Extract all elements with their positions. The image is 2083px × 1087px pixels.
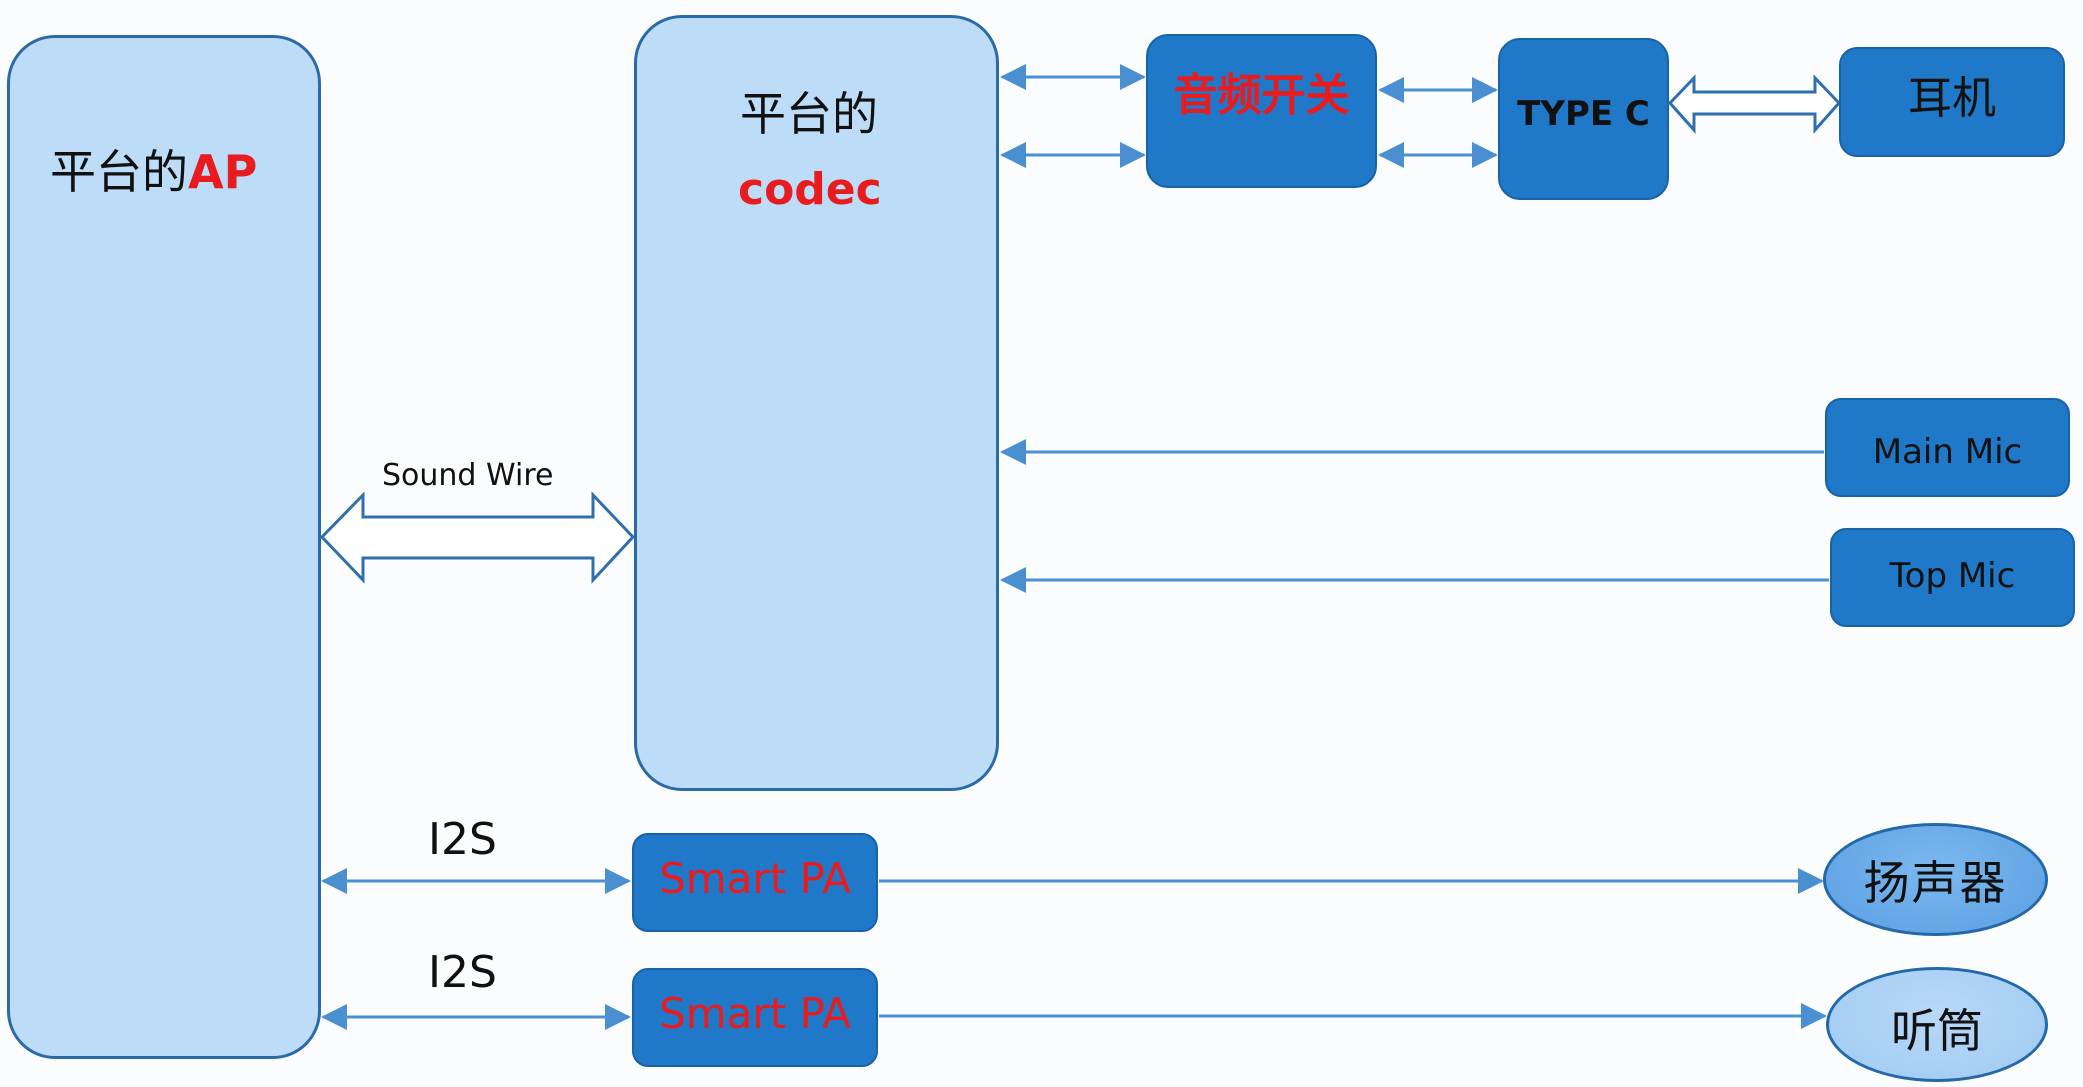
top-mic-block[interactable]: Top Mic <box>1830 528 2075 627</box>
codec-title-line1: 平台的 <box>740 87 878 141</box>
ap-block[interactable] <box>7 35 321 1059</box>
type-c-block[interactable]: TYPE C <box>1498 38 1669 200</box>
sound-wire-double-arrow <box>319 491 636 584</box>
ap-title-prefix: 平台的 <box>50 145 188 199</box>
ap-title-accent: AP <box>188 145 258 199</box>
type-c-label: TYPE C <box>1517 94 1650 134</box>
smart-pa-1-block[interactable]: Smart PA <box>632 833 878 932</box>
sound-wire-label: Sound Wire <box>382 458 554 493</box>
receiver-label: 听筒 <box>1891 1003 1983 1058</box>
earphone-label: 耳机 <box>1908 73 1996 124</box>
i2s-label-1: I2S <box>428 814 497 865</box>
codec-title-line2: codec <box>738 164 882 215</box>
speaker-label: 扬声器 <box>1863 855 2008 910</box>
smart-pa-2-label: Smart PA <box>659 989 851 1038</box>
earphone-block[interactable]: 耳机 <box>1839 47 2065 157</box>
speaker-block[interactable]: 扬声器 <box>1823 823 2048 936</box>
receiver-block[interactable]: 听筒 <box>1826 967 2048 1082</box>
audio-switch-block[interactable]: 音频开关 <box>1146 34 1377 188</box>
main-mic-block[interactable]: Main Mic <box>1825 398 2070 497</box>
typec-earphone-double-arrow <box>1667 74 1842 134</box>
smart-pa-2-block[interactable]: Smart PA <box>632 968 878 1067</box>
smart-pa-1-label: Smart PA <box>659 854 851 903</box>
i2s-label-2: I2S <box>428 947 497 998</box>
codec-block[interactable] <box>634 15 999 791</box>
main-mic-label: Main Mic <box>1872 431 2023 472</box>
ap-title: 平台的AP <box>50 142 257 202</box>
top-mic-label: Top Mic <box>1889 555 2016 596</box>
audio-switch-label: 音频开关 <box>1173 70 1350 121</box>
